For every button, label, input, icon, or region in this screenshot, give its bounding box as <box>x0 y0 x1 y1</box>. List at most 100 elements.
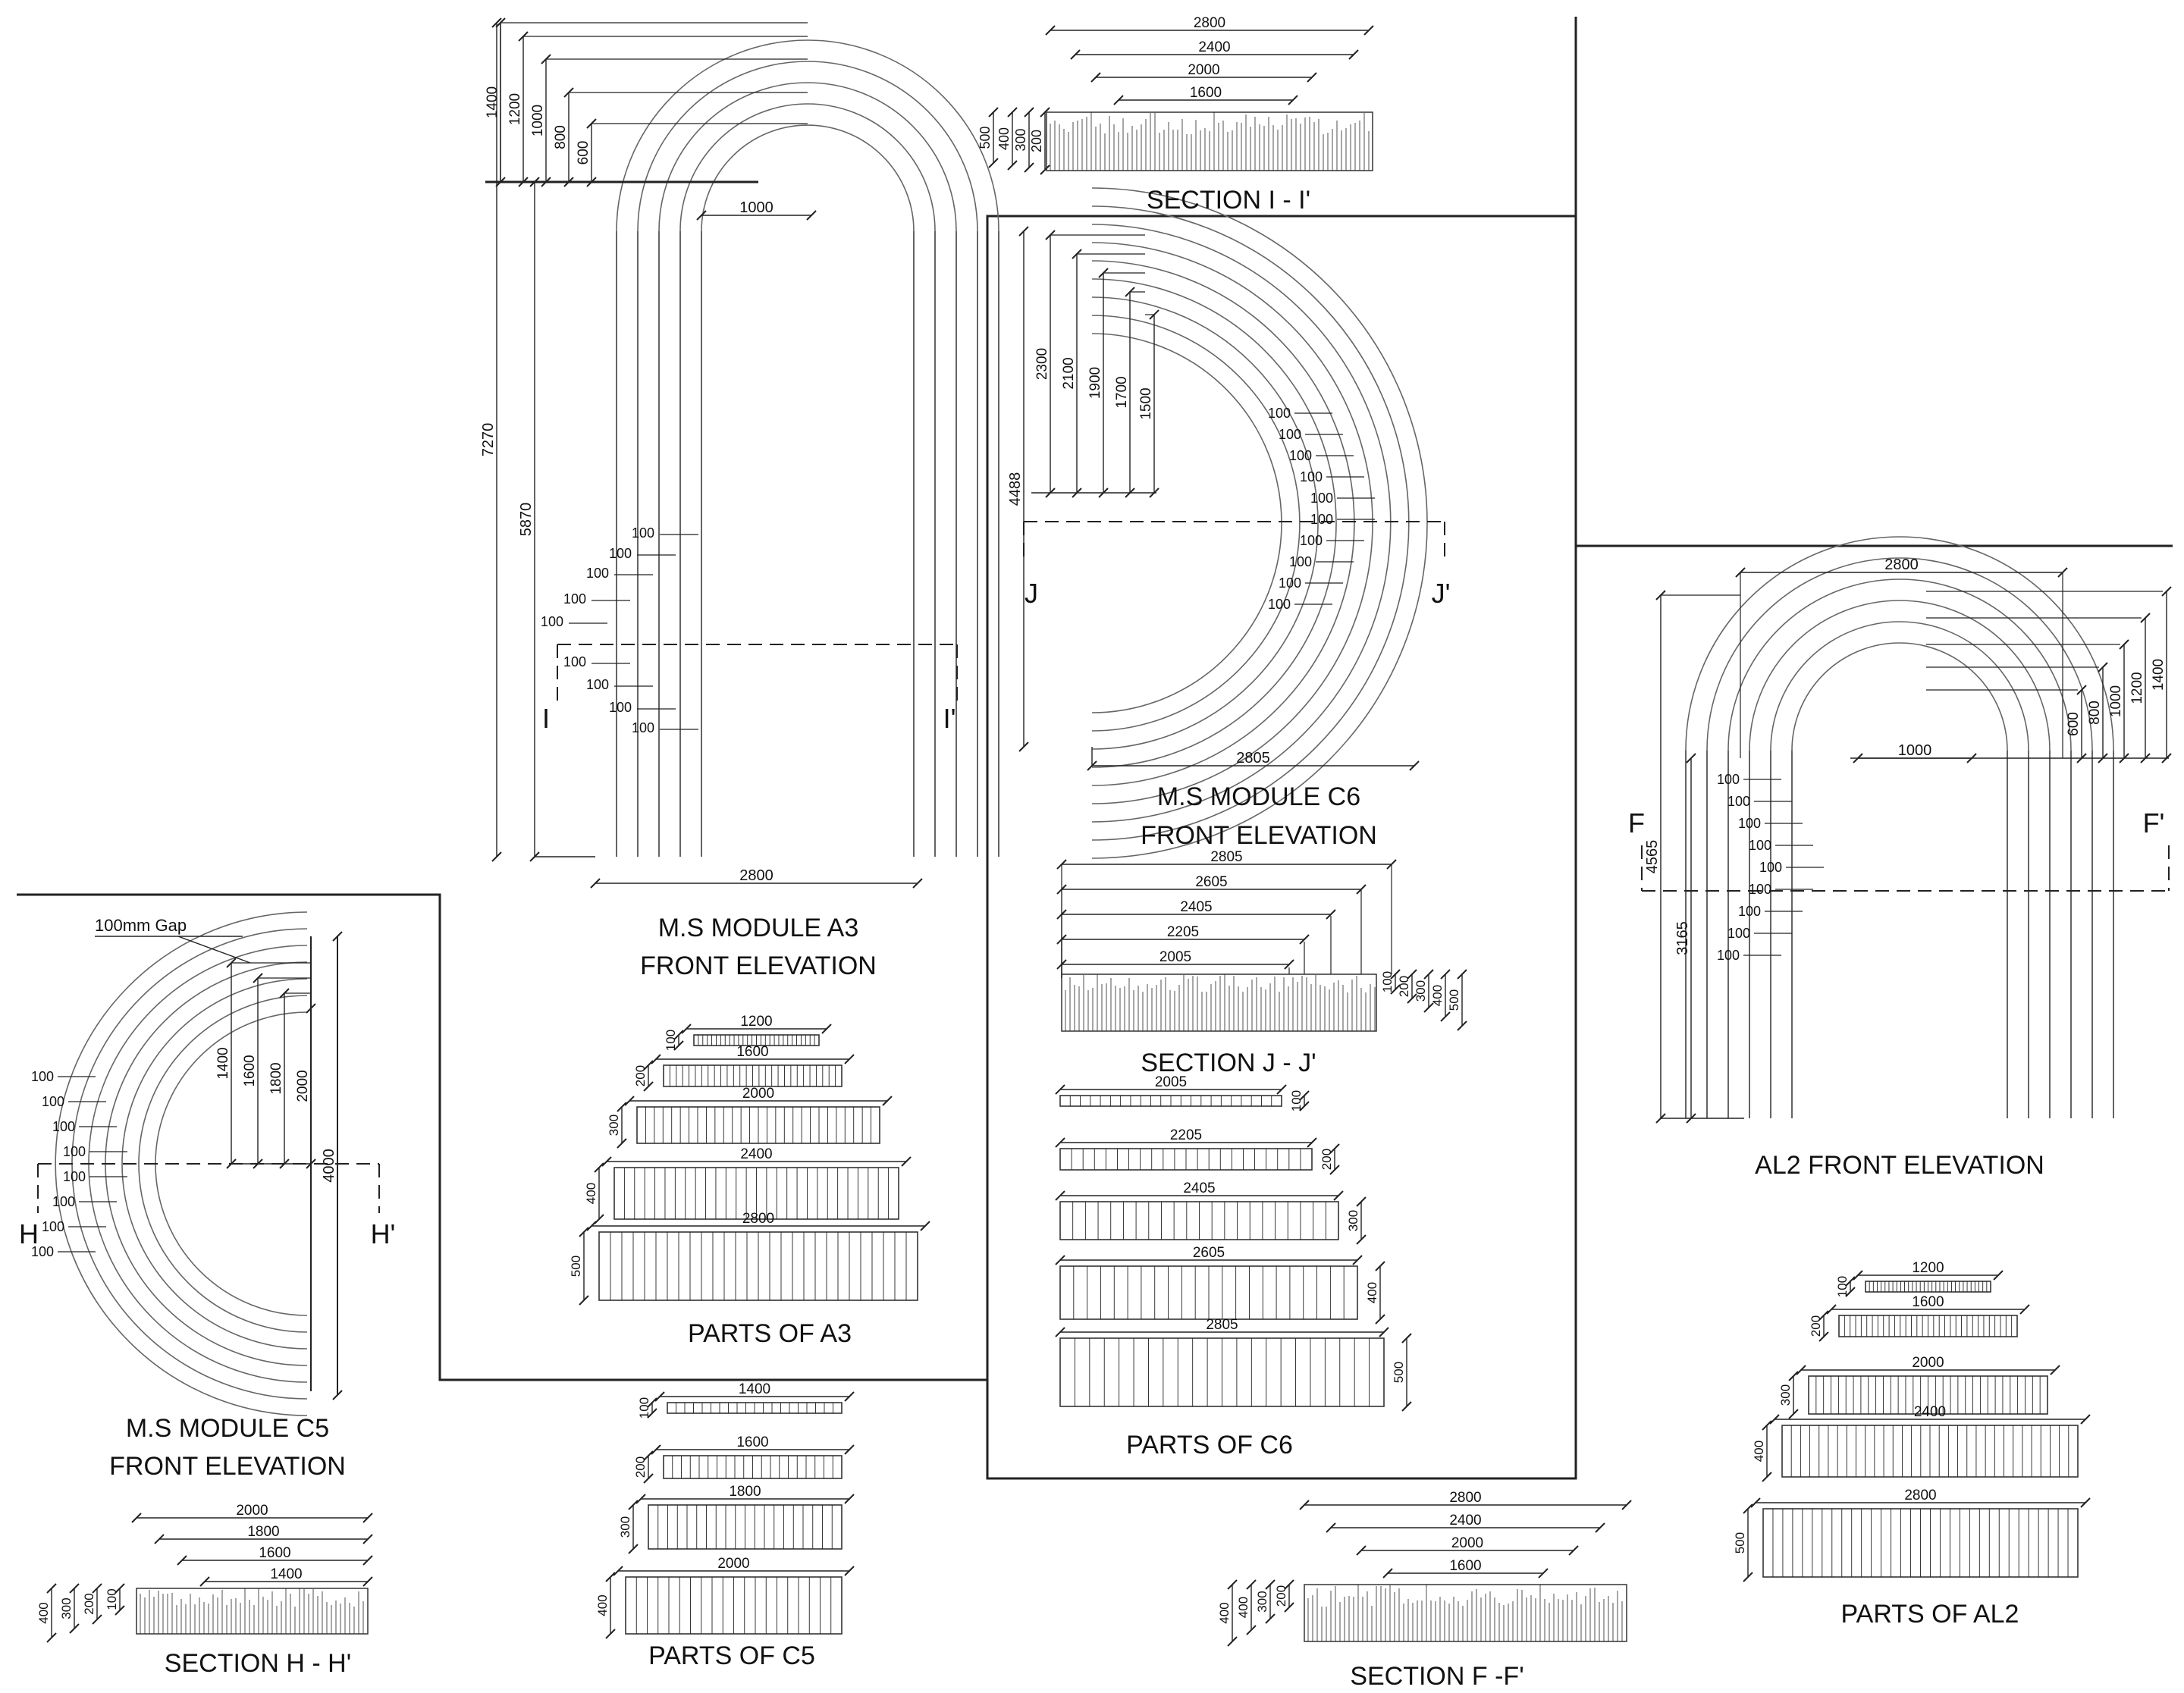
gap-text: 100 <box>42 1094 64 1109</box>
a3-parts-title: PARTS OF A3 <box>688 1319 852 1348</box>
dim-text: 400 <box>996 127 1012 150</box>
dim-text: 1000 <box>2108 685 2124 717</box>
gap-text: 100 <box>609 546 632 561</box>
c6-title: M.S MODULE C6 <box>1157 782 1360 811</box>
sec-h-body <box>136 1588 368 1634</box>
c6-parts-title: PARTS OF C6 <box>1126 1431 1293 1459</box>
dim-text: 100 <box>1380 971 1395 992</box>
dim-text: 200 <box>1320 1149 1334 1170</box>
gap-text: 100 <box>586 566 609 581</box>
section-marker-i-prime: I' <box>943 703 956 734</box>
dim-text: 2800 <box>1904 1488 1936 1503</box>
dim-text: 3165 <box>1674 921 1691 955</box>
dim-text: 300 <box>1346 1210 1360 1231</box>
gap-text: 100 <box>632 525 654 541</box>
a3-arch <box>638 61 977 231</box>
c5-subtitle: FRONT ELEVATION <box>109 1452 346 1481</box>
dim-text: 500 <box>1447 989 1461 1011</box>
al2-arch <box>1728 579 2071 751</box>
dim-text: 2800 <box>739 867 774 884</box>
gap-text: 100 <box>1738 816 1761 831</box>
c6-arc <box>1092 206 1409 840</box>
dim-text: 7270 <box>480 423 497 457</box>
drawing-geometry <box>38 18 2171 1646</box>
c6-arc <box>1092 297 1318 749</box>
a3-arch <box>617 40 999 231</box>
dim-text: 1600 <box>259 1545 290 1561</box>
dim-text: 1400 <box>739 1381 770 1397</box>
dim-text: 1600 <box>736 1434 768 1450</box>
dim-text: 1200 <box>1912 1260 1944 1276</box>
dim-text: 600 <box>2066 712 2082 736</box>
dim-text: 400 <box>1752 1441 1766 1462</box>
gap-text: 100 <box>1289 554 1312 569</box>
gap-text: 100 <box>52 1194 75 1209</box>
dim-text: 1700 <box>1114 376 1130 408</box>
gap-text: 100 <box>1289 448 1312 463</box>
dim-text: 2800 <box>1449 1490 1481 1506</box>
section-marker-f-prime: F' <box>2143 807 2165 839</box>
gap-text: 100 <box>563 591 586 607</box>
dim-text: 1800 <box>268 1062 284 1094</box>
dim-text: 2405 <box>1180 899 1212 915</box>
dim-text: 1400 <box>485 86 500 118</box>
dim-text: 4488 <box>1007 472 1024 506</box>
dim-text: 1800 <box>247 1524 279 1540</box>
gap-text: 100 <box>31 1069 54 1084</box>
gap-text: 100 <box>632 720 654 735</box>
gap-text: 100 <box>1749 882 1771 897</box>
gap-text: 100 <box>52 1119 75 1134</box>
dim-text: 2000 <box>236 1503 268 1519</box>
dim-text: 2605 <box>1193 1245 1225 1261</box>
dim-text: 2000 <box>1188 62 1219 78</box>
dim-text: 1400 <box>270 1566 302 1582</box>
dim-text: 2800 <box>1194 15 1225 31</box>
sec-f-title: SECTION F -F' <box>1350 1662 1523 1691</box>
al2-arch <box>1792 643 2007 751</box>
dim-text: 200 <box>1809 1315 1823 1337</box>
dim-text: 1800 <box>729 1484 761 1500</box>
gap-text: 100 <box>1738 904 1761 919</box>
a3-subtitle: FRONT ELEVATION <box>640 952 877 980</box>
arc-geometry <box>55 40 2113 1416</box>
section-marker-j-prime: J' <box>1432 578 1451 609</box>
dim-text: 1000 <box>739 199 774 216</box>
dim-text: 2805 <box>1210 849 1242 865</box>
dim-text: 500 <box>1733 1532 1747 1553</box>
dim-text: 500 <box>977 126 993 149</box>
dim-text: 1200 <box>2129 672 2145 704</box>
gap-text: 100 <box>1268 406 1291 421</box>
dim-text: 500 <box>569 1256 583 1277</box>
gap-text: 100 <box>541 614 563 629</box>
dim-text: 1900 <box>1087 367 1103 399</box>
dim-text: 200 <box>82 1593 96 1614</box>
dim-text: 2400 <box>740 1146 772 1162</box>
gap-text: 100 <box>1727 926 1750 941</box>
dim-text: 2400 <box>1914 1404 1946 1420</box>
dim-text: 2000 <box>295 1070 311 1102</box>
dim-text: 2400 <box>1449 1513 1481 1528</box>
dim-text: 2805 <box>1236 750 1270 767</box>
dim-text: 2405 <box>1183 1180 1215 1196</box>
dim-text: 800 <box>2087 701 2103 725</box>
dim-text: 1600 <box>242 1055 258 1086</box>
dim-text: 1600 <box>1912 1294 1944 1310</box>
gap-text: 100 <box>1279 575 1301 591</box>
dim-text: 400 <box>1217 1602 1232 1623</box>
dim-text: 300 <box>1778 1384 1793 1406</box>
dim-text: 1400 <box>2151 659 2167 691</box>
sheet-borders <box>17 17 2173 1478</box>
dim-text: 1400 <box>215 1047 231 1079</box>
gap-text: 100 <box>1717 948 1740 963</box>
dim-text: 300 <box>59 1597 74 1619</box>
al2-title: AL2 FRONT ELEVATION <box>1755 1151 2044 1180</box>
dim-text: 2205 <box>1170 1127 1202 1143</box>
a3-arch <box>680 104 935 231</box>
c5-title: M.S MODULE C5 <box>126 1414 329 1443</box>
al2-arch <box>1707 558 2092 751</box>
dim-text: 2800 <box>742 1211 774 1227</box>
dim-text: 2800 <box>1884 556 1919 573</box>
gap-text: 100 <box>42 1219 64 1234</box>
dim-text: 100 <box>1289 1090 1304 1111</box>
dim-text: 800 <box>553 125 569 149</box>
